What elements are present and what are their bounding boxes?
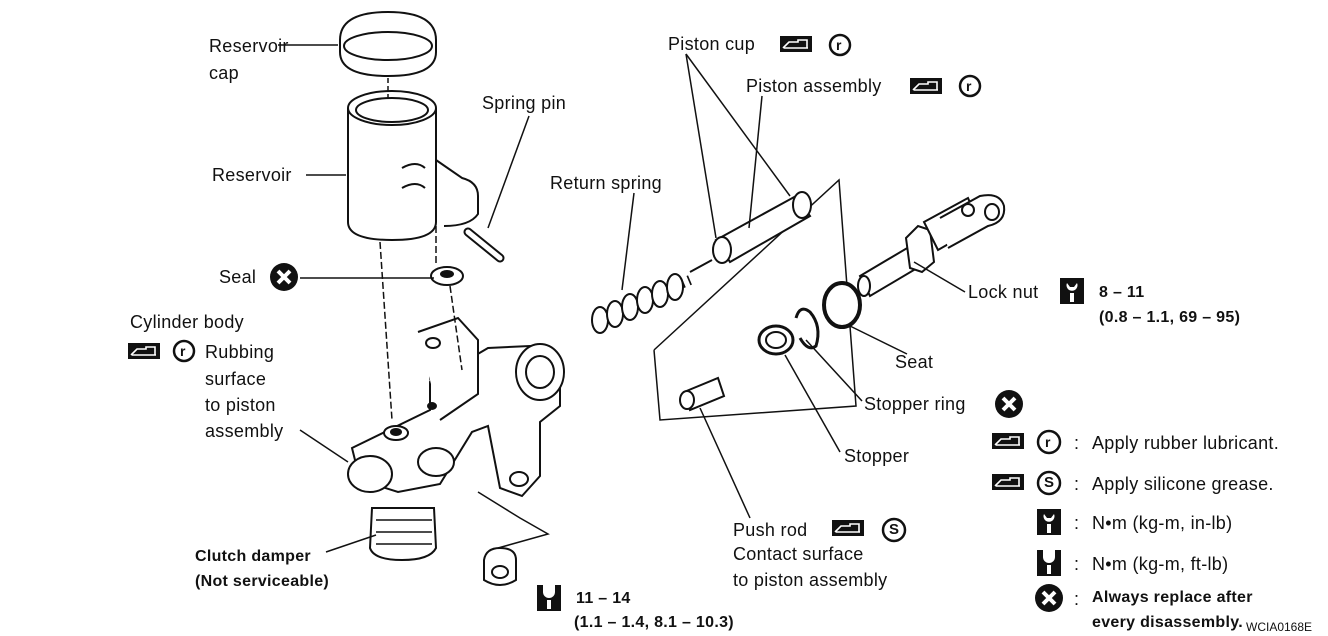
figure-code: WCIA0168E [1246, 620, 1313, 634]
label-rubbing-surface-3: to piston [205, 395, 276, 415]
label-reservoir-cap: Reservoir [209, 36, 289, 56]
legend-separator: : [1074, 474, 1080, 494]
label-not-serviceable: (Not serviceable) [195, 573, 330, 590]
label-lock-nut-torque: 8 – 11 [1099, 284, 1145, 301]
label-return-spring: Return spring [550, 173, 662, 193]
legend-silicone-grease: Apply silicone grease. [1092, 474, 1274, 494]
rubber-circle-icon: r [1045, 434, 1051, 450]
silicone-circle-icon: S [1044, 474, 1055, 491]
label-rubbing-surface-2: surface [205, 369, 267, 389]
legend-symbols [991, 429, 1065, 614]
legend-every-disassembly: every disassembly. [1092, 614, 1243, 631]
legend-separator: : [1074, 433, 1080, 453]
label-piston-cup: Piston cup [668, 34, 756, 54]
legend-separator: : [1074, 513, 1080, 533]
label-spring-pin: Spring pin [482, 93, 567, 113]
label-seal: Seal [219, 267, 257, 287]
label-piston-assembly: Piston assembly [746, 76, 882, 96]
legend-separator: : [1074, 589, 1080, 609]
label-lock-nut-torque-values: (0.8 – 1.1, 69 – 95) [1099, 309, 1241, 326]
rubber-circle-icon: r [836, 37, 842, 53]
label-stopper-ring: Stopper ring [864, 394, 966, 414]
label-rubbing-surface-1: Rubbing [205, 342, 275, 362]
rubber-circle-icon: r [966, 78, 972, 94]
label-bottom-torque-values: (1.1 – 1.4, 8.1 – 10.3) [574, 614, 734, 631]
rubber-circle-icon: r [180, 343, 186, 359]
label-bottom-torque: 11 – 14 [576, 590, 631, 607]
silicone-circle-icon: S [889, 521, 900, 538]
label-contact-surface-2: to piston assembly [733, 570, 888, 590]
label-reservoir-cap-2: cap [209, 63, 239, 83]
piston-parts [591, 191, 1006, 412]
leader-lines [278, 44, 966, 553]
master-cylinder-parts [339, 10, 565, 586]
label-reservoir: Reservoir [212, 165, 292, 185]
label-clutch-damper: Clutch damper [195, 548, 311, 565]
alignment-lines [379, 78, 857, 549]
legend-torque-ft-lb: N•m (kg-m, ft-lb) [1092, 554, 1229, 574]
legend-torque-in-lb: N•m (kg-m, in-lb) [1092, 513, 1233, 533]
label-lock-nut: Lock nut [968, 282, 1039, 302]
legend-separator: : [1074, 554, 1080, 574]
label-rubbing-surface-4: assembly [205, 421, 284, 441]
label-cylinder-body: Cylinder body [130, 312, 244, 332]
label-stopper: Stopper [844, 446, 910, 466]
label-contact-surface: Contact surface [733, 544, 864, 564]
legend-rubber-lubricant: Apply rubber lubricant. [1092, 433, 1279, 453]
label-seat: Seat [895, 352, 934, 372]
inline-symbols [127, 33, 1084, 611]
legend-always-replace: Always replace after [1092, 589, 1253, 606]
label-push-rod: Push rod [733, 520, 808, 540]
